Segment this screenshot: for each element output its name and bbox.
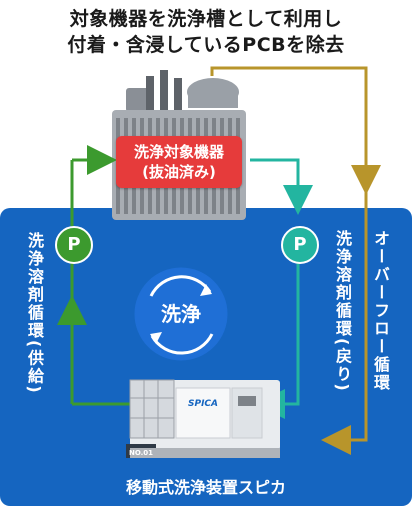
- overflow-flow-label: オーバーフロー循環: [371, 230, 390, 392]
- equipment-label-box: 洗浄対象機器 (抜油済み): [116, 136, 242, 188]
- spica-brand: SPICA: [188, 399, 218, 409]
- wash-cycle-label: 洗浄: [161, 302, 201, 326]
- pump-supply: P: [55, 226, 93, 264]
- supply-flow-label: 洗浄溶剤循環(供給): [25, 232, 44, 395]
- overflow-line-lower: [321, 180, 368, 455]
- equipment-label-line-1: 洗浄対象機器: [133, 143, 224, 161]
- spica-label: 移動式洗浄装置スピカ: [125, 478, 286, 497]
- title-line-1: 対象機器を洗浄槽として利用し: [69, 8, 343, 30]
- title-line-2: 付着・含浸しているPCBを除去: [67, 34, 345, 56]
- overflow-line-upper: [210, 66, 381, 195]
- wash-cycle-icon: [134, 267, 228, 361]
- spica-machine-illustration: [126, 379, 280, 458]
- return-flow-label: 洗浄溶剤循環(戻り): [333, 230, 352, 393]
- return-line-upper: [250, 158, 313, 215]
- spica-unit-badge: NO.01: [129, 449, 153, 457]
- equipment-label-line-2: (抜油済み): [142, 163, 216, 181]
- pump-return: P: [281, 226, 319, 264]
